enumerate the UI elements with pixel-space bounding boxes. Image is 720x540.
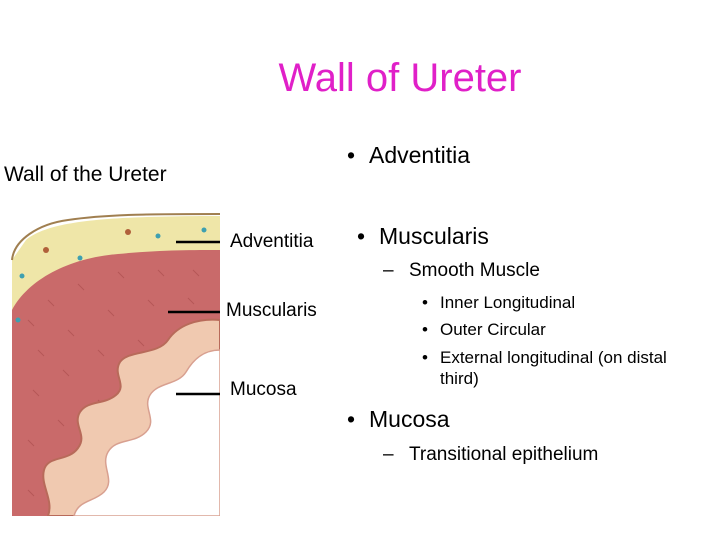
label-adventitia: Adventitia [230,231,314,252]
bullet-external-longitudinal: External longitudinal (on distal [422,347,667,368]
bullet-inner-longitudinal: Inner Longitudinal [422,292,575,313]
figure-title: Wall of the Ureter [4,163,167,186]
bullet-adventitia: Adventitia [347,142,470,169]
bullet-muscularis: Muscularis [357,223,489,250]
label-muscularis: Muscularis [226,300,317,321]
ureter-wall-illustration [8,200,220,516]
bullet-smooth-muscle: Smooth Muscle [383,260,540,282]
bullet-transitional-epithelium: Transitional epithelium [383,444,598,466]
label-mucosa: Mucosa [230,379,297,400]
slide-title: Wall of Ureter [278,56,522,100]
bullet-mucosa: Mucosa [347,406,449,433]
bullet-outer-circular: Outer Circular [422,319,546,340]
bullet-external-longitudinal-cont: third) [440,369,479,388]
